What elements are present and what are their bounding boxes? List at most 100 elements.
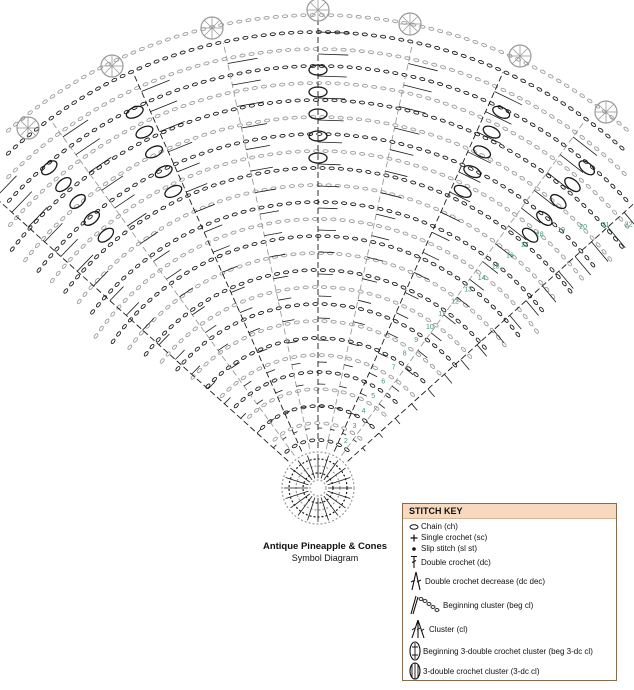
double-crochet-mark bbox=[60, 238, 78, 257]
chain-stitch bbox=[264, 273, 272, 278]
chain-stitch bbox=[293, 218, 300, 222]
chain-stitch bbox=[438, 227, 445, 233]
double-crochet-mark bbox=[572, 136, 598, 156]
chain-stitch bbox=[560, 101, 566, 106]
double-crochet-mark bbox=[255, 188, 277, 193]
chain-stitch bbox=[240, 317, 247, 322]
chain-stitch bbox=[365, 273, 372, 278]
chain-stitch bbox=[567, 190, 573, 196]
chain-stitch bbox=[185, 332, 191, 338]
chain-stitch bbox=[215, 93, 222, 98]
chain-stitch bbox=[366, 222, 374, 227]
chain-stitch bbox=[134, 310, 140, 316]
chain-stitch bbox=[53, 176, 59, 182]
chain-stitch bbox=[398, 360, 405, 366]
chain-stitch bbox=[339, 218, 346, 222]
chain-stitch bbox=[345, 409, 352, 415]
chain-stitch bbox=[133, 337, 138, 343]
chain-stitch bbox=[500, 224, 507, 230]
chain-stitch bbox=[249, 155, 256, 160]
chain-stitch bbox=[321, 302, 328, 306]
chain-stitch bbox=[105, 139, 112, 144]
chain-stitch bbox=[425, 43, 432, 48]
chain-stitch bbox=[336, 442, 342, 448]
chain-stitch bbox=[142, 257, 148, 263]
chain-stitch bbox=[219, 180, 226, 185]
chain-stitch bbox=[605, 202, 611, 209]
double-crochet-mark bbox=[380, 192, 402, 199]
chain-stitch bbox=[27, 225, 33, 231]
chain-stitch bbox=[348, 219, 355, 223]
chain-stitch bbox=[309, 353, 316, 357]
chain-stitch bbox=[179, 177, 185, 182]
chain-stitch bbox=[306, 81, 313, 85]
double-crochet-mark bbox=[494, 91, 522, 106]
chain-stitch bbox=[377, 51, 384, 56]
chain-stitch bbox=[320, 336, 327, 340]
chain-stitch bbox=[127, 145, 134, 151]
chain-stitch bbox=[318, 438, 325, 442]
chain-stitch bbox=[249, 351, 255, 356]
chain-stitch bbox=[374, 119, 381, 124]
chain-stitch bbox=[67, 165, 74, 170]
chain-stitch bbox=[454, 340, 460, 346]
round-number-label: 12 bbox=[451, 299, 459, 306]
chain-stitch bbox=[70, 121, 76, 127]
chain-stitch bbox=[39, 188, 45, 194]
chain-stitch bbox=[358, 49, 365, 54]
chain-stitch bbox=[296, 423, 303, 428]
stitch-column bbox=[132, 72, 303, 452]
chain-stitch bbox=[159, 358, 165, 364]
chain-stitch bbox=[513, 113, 520, 118]
chain-stitch bbox=[79, 95, 85, 101]
chain-stitch bbox=[176, 197, 183, 202]
stitch-key-panel: STITCH KEY Chain (ch) Single crochet (sc… bbox=[402, 503, 617, 681]
round-number-label: 7 bbox=[392, 365, 396, 372]
chain-stitch bbox=[281, 14, 289, 19]
chain-stitch bbox=[428, 26, 435, 31]
chain-stitch bbox=[442, 101, 449, 106]
chain-stitch bbox=[307, 183, 314, 187]
chain-stitch bbox=[348, 305, 356, 310]
chain-stitch bbox=[549, 114, 555, 119]
chain-stitch bbox=[291, 166, 298, 171]
chain-stitch bbox=[573, 268, 579, 274]
chain-stitch bbox=[233, 403, 239, 409]
round-number-label: 16 bbox=[506, 253, 514, 260]
chain-stitch bbox=[346, 356, 353, 361]
chain-stitch bbox=[557, 160, 563, 166]
chain-stitch bbox=[148, 173, 154, 178]
chain-stitch bbox=[236, 123, 243, 128]
chain-stitch bbox=[142, 82, 149, 87]
double-crochet-mark bbox=[296, 384, 304, 387]
chain-stitch bbox=[215, 41, 222, 45]
chain-stitch bbox=[251, 86, 258, 90]
double-crochet-mark bbox=[305, 428, 310, 430]
chain-stitch bbox=[195, 116, 202, 121]
chain-stitch bbox=[297, 183, 305, 188]
chain-stitch bbox=[26, 132, 33, 138]
chain-stitch bbox=[386, 104, 393, 109]
chain-stitch bbox=[462, 302, 469, 308]
chain-stitch bbox=[285, 99, 292, 103]
chain-stitch bbox=[474, 227, 480, 233]
double-crochet-mark bbox=[125, 302, 140, 316]
chain-stitch bbox=[61, 148, 67, 154]
chain-stitch bbox=[490, 139, 497, 145]
chain-stitch bbox=[443, 48, 450, 53]
chain-stitch bbox=[508, 91, 515, 97]
chain-stitch bbox=[236, 264, 243, 269]
chain-stitch bbox=[182, 32, 189, 36]
double-crochet-mark bbox=[191, 306, 205, 316]
chain-stitch bbox=[419, 24, 426, 29]
cluster-oval bbox=[463, 164, 482, 179]
chain-stitch bbox=[126, 166, 132, 172]
chain-stitch bbox=[194, 346, 200, 352]
edge-motif-spoke bbox=[103, 65, 113, 75]
double-crochet-mark bbox=[485, 111, 512, 125]
chain-stitch bbox=[585, 183, 591, 189]
key-item-beginning-3dc-cluster: Beginning 3-double crochet cluster (beg … bbox=[409, 641, 593, 661]
chain-stitch bbox=[227, 21, 234, 26]
chain-stitch bbox=[138, 198, 145, 204]
chain-stitch bbox=[409, 308, 416, 313]
